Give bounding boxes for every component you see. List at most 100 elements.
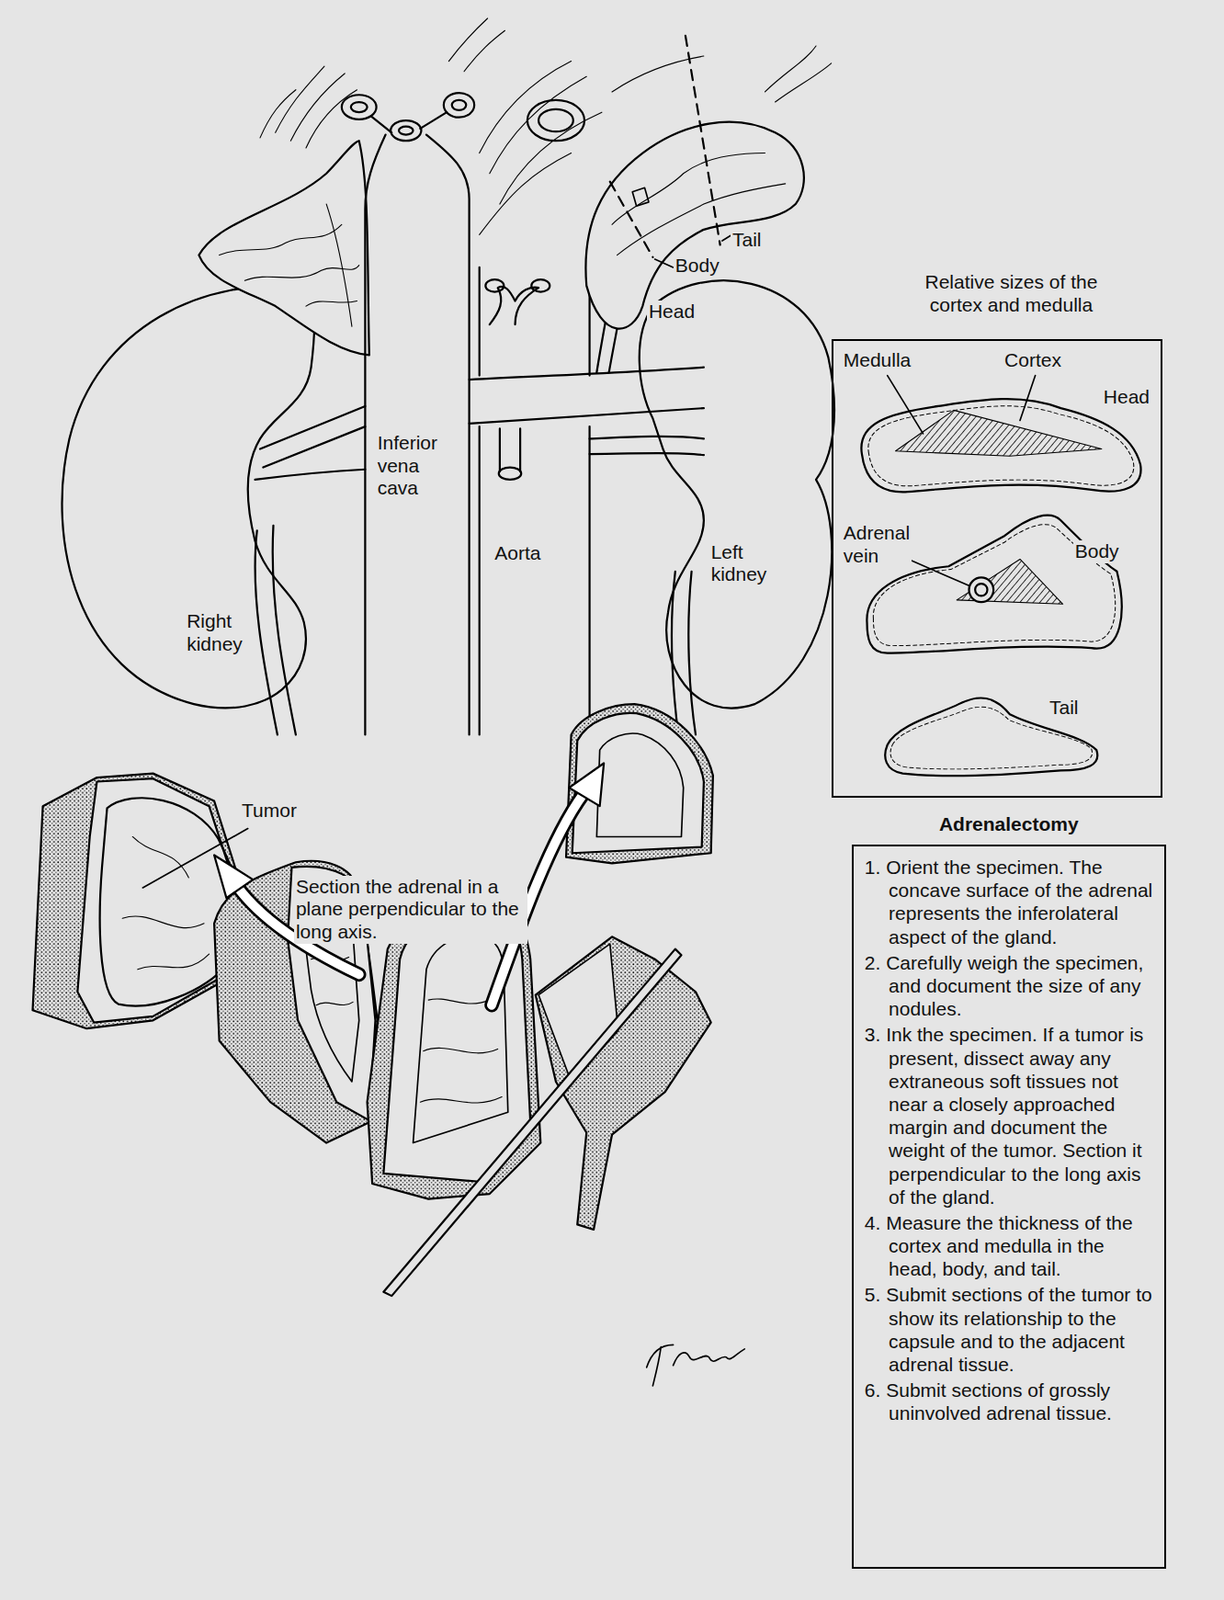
left-adrenal — [655, 259, 674, 268]
left-adrenal — [538, 109, 574, 132]
right-kidney — [255, 530, 278, 735]
right-adrenal — [219, 224, 342, 255]
gland-slices — [214, 703, 714, 1230]
step-list: 1. Orient the specimen. The concave surf… — [853, 846, 1165, 1438]
aorta — [588, 426, 590, 735]
left-kidney — [639, 280, 835, 708]
left-renal-vessels — [688, 571, 696, 736]
part-label: Right kidney — [184, 610, 245, 657]
right-adrenal — [306, 301, 358, 307]
leader-lines — [142, 828, 248, 888]
inferior-vena-cava — [351, 102, 368, 113]
right-kidney — [62, 285, 316, 708]
connective-strands — [448, 18, 488, 62]
inferior-vena-cava — [341, 92, 475, 735]
part-label: Cortex — [1002, 349, 1064, 373]
step-text: 3. Ink the specimen. If a tumor is prese… — [864, 1022, 1154, 1209]
connective-strands — [499, 112, 602, 204]
part-label: Left kidney — [709, 541, 770, 588]
inferior-vena-cava — [390, 120, 421, 141]
cross-section-body — [969, 577, 995, 602]
knife — [383, 949, 681, 1297]
step-text: 5. Submit sections of the tumor to show … — [864, 1282, 1154, 1376]
part-label: Body — [673, 254, 722, 278]
artist-signature — [646, 1344, 746, 1385]
curved-arrows — [214, 763, 604, 1006]
inferior-vena-cava — [398, 126, 414, 136]
gland-slices — [413, 934, 509, 1144]
part-label: Tumor — [239, 799, 299, 823]
part-label: Body — [1073, 540, 1122, 564]
cross-section-head — [861, 375, 1141, 493]
right-kidney — [260, 406, 365, 450]
part-label: Aorta — [492, 542, 543, 566]
right-kidney — [255, 469, 366, 480]
cross-section-head — [861, 398, 1141, 492]
aorta — [478, 426, 481, 735]
part-label: Inferior vena cava — [375, 431, 440, 500]
left-renal-vessels — [589, 436, 704, 440]
left-renal-vessels — [469, 367, 704, 380]
aorta — [499, 428, 521, 472]
right-adrenal — [198, 140, 369, 355]
inferior-vena-cava — [371, 116, 392, 134]
part-label: Head — [646, 300, 697, 324]
inferior-vena-cava — [443, 92, 475, 118]
connective-strands — [489, 76, 587, 173]
protocol-box: 1. Orient the specimen. The concave surf… — [851, 844, 1167, 1569]
aorta — [531, 279, 550, 292]
connective-strands — [464, 30, 505, 71]
left-adrenal — [585, 122, 804, 329]
left-adrenal — [610, 181, 654, 258]
left-renal-vessels — [469, 408, 704, 424]
left-adrenal — [527, 35, 805, 329]
curved-arrows — [214, 854, 253, 898]
left-adrenal — [722, 235, 731, 241]
connective-strands — [260, 90, 296, 138]
left-adrenal — [685, 35, 721, 246]
left-adrenal — [527, 100, 585, 141]
right-kidney — [272, 525, 296, 736]
gland-slices — [596, 733, 683, 837]
right-adrenal — [198, 140, 369, 355]
aorta — [485, 279, 504, 292]
aorta — [498, 467, 522, 480]
step-text: 6. Submit sections of grossly uninvolved… — [864, 1378, 1154, 1425]
part-label: Tail — [1047, 696, 1081, 720]
left-adrenal — [617, 183, 786, 256]
connective-strands — [306, 90, 358, 148]
gland-slices — [419, 998, 502, 1103]
connective-strands — [765, 45, 817, 92]
part-label: Section the adrenal in a plane perpendic… — [294, 875, 528, 944]
part-label: Adrenal vein — [841, 521, 912, 568]
left-adrenal — [632, 187, 649, 206]
connective-strands — [479, 61, 572, 154]
part-label: Tail — [730, 228, 764, 252]
right-adrenal — [326, 204, 352, 327]
connective-strands — [275, 66, 325, 133]
inferior-vena-cava — [452, 100, 467, 111]
left-renal-vessels — [589, 453, 704, 455]
tumor-slice — [122, 836, 209, 969]
part-label: Head — [1101, 385, 1152, 409]
part-label: Medulla — [841, 349, 914, 373]
step-text: 2. Carefully weigh the specimen, and doc… — [864, 951, 1154, 1021]
right-kidney — [62, 285, 366, 735]
cross-section-head — [887, 375, 924, 434]
aorta — [478, 267, 481, 376]
aorta — [479, 255, 590, 736]
artist-signature — [646, 1344, 746, 1385]
leader-lines — [142, 828, 248, 888]
left-adrenal — [612, 153, 766, 226]
right-kidney — [262, 426, 365, 467]
connective-strands — [290, 73, 345, 141]
gland-slices — [538, 943, 619, 1082]
left-kidney — [639, 280, 835, 708]
cross-section-body — [956, 558, 1063, 604]
step-text: 1. Orient the specimen. The concave surf… — [864, 855, 1154, 949]
connective-strands — [479, 153, 572, 236]
cross-section-body — [974, 583, 987, 596]
